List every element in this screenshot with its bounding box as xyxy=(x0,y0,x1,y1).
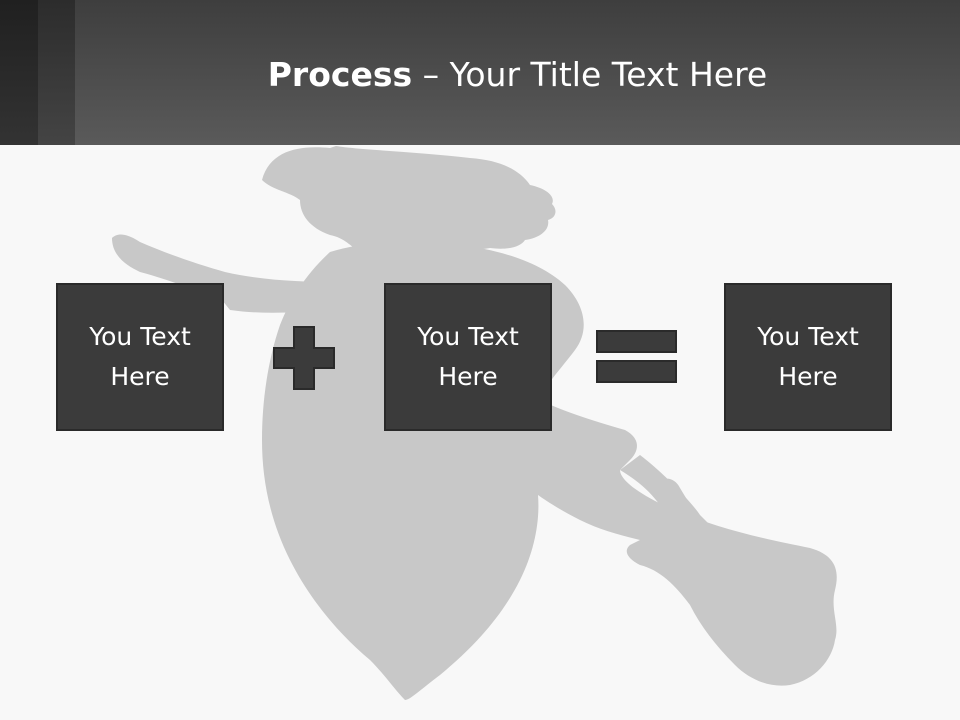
title-bold-text: Process xyxy=(267,55,413,94)
header-accent-strip xyxy=(0,0,38,145)
title-rest-text: – Your Title Text Here xyxy=(412,55,768,94)
process-box-2[interactable]: You Text Here xyxy=(384,283,552,431)
process-box-text: You Text Here xyxy=(417,322,519,391)
process-box-3[interactable]: You Text Here xyxy=(724,283,892,431)
process-box-1[interactable]: You Text Here xyxy=(56,283,224,431)
process-box-text: You Text Here xyxy=(757,322,859,391)
process-box-text: You Text Here xyxy=(89,322,191,391)
equals-icon xyxy=(596,330,677,383)
title-bar: Process – Your Title Text Here xyxy=(0,0,960,145)
page-title: Process – Your Title Text Here xyxy=(75,52,960,98)
plus-icon xyxy=(273,326,335,390)
header-accent-strip xyxy=(38,0,75,145)
